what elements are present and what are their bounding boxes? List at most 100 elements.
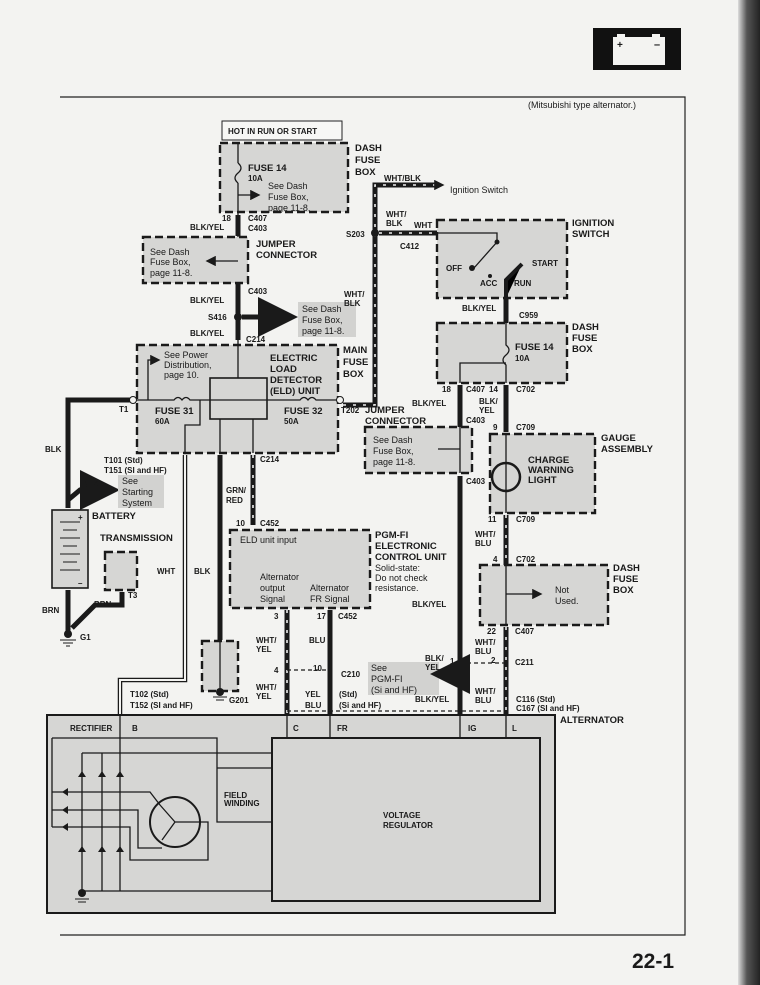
wire-label: BLK/YEL bbox=[190, 223, 224, 232]
battery: +– bbox=[51, 509, 89, 589]
diagram-label: page 11-8. bbox=[150, 268, 192, 278]
diagram-label: VOLTAGE bbox=[383, 811, 421, 820]
diagram-label: GRN/ bbox=[226, 486, 247, 495]
diagram-label: 17 bbox=[317, 612, 326, 621]
starting-system-ref bbox=[118, 475, 164, 508]
diagram-label: WHT/ bbox=[386, 210, 407, 219]
dash-fuse-box-top: DASH FUSE BOX FUSE 14 10A See Dash Fuse … bbox=[218, 141, 382, 214]
wire-label: BLK/YEL bbox=[415, 695, 449, 704]
connector-c407: C407 bbox=[515, 627, 535, 636]
wire-label: BLK/YEL bbox=[462, 304, 496, 313]
page-number: 22-1 bbox=[632, 950, 674, 973]
svg-text:–: – bbox=[78, 579, 83, 588]
connector-c407: C407 bbox=[466, 385, 486, 394]
wire-label: WHT/BLK bbox=[384, 174, 421, 183]
diagram-label: page 11-8. bbox=[268, 203, 310, 213]
diagram-label: FUSE bbox=[613, 574, 638, 585]
diagram-label: BLK/ bbox=[425, 654, 444, 663]
diagram-label: See bbox=[371, 663, 387, 673]
diagram-label: page 10. bbox=[164, 370, 199, 380]
ground-g201-icon bbox=[213, 688, 227, 701]
diagram-label: 18 bbox=[442, 385, 451, 394]
battery-label: BATTERY bbox=[92, 511, 136, 522]
diagram-frame bbox=[60, 96, 686, 936]
pin-18: 18 bbox=[222, 214, 231, 223]
diagram-label: Used. bbox=[555, 596, 579, 606]
connector-c167: C167 (SI and HF) bbox=[516, 704, 580, 713]
diagram-label: WHT/ bbox=[344, 290, 365, 299]
wire-label: WHT bbox=[157, 567, 175, 576]
diagram-label: (Std) bbox=[339, 690, 358, 699]
diagram-label: BLK bbox=[344, 299, 361, 308]
diagram-label: YEL bbox=[305, 690, 321, 699]
connector-c407: C407 bbox=[248, 214, 268, 223]
diagram-label: PGM-FI bbox=[375, 530, 408, 541]
diagram-label: BLU bbox=[475, 647, 492, 656]
alternator-label: ALTERNATOR bbox=[560, 715, 624, 726]
connector-c403: C403 bbox=[248, 224, 268, 233]
terminal-t3: T3 bbox=[128, 591, 138, 600]
connector-c210: C210 bbox=[341, 670, 361, 679]
splice-s416: S416 bbox=[208, 313, 227, 322]
diagram-label: Distribution, bbox=[164, 360, 212, 370]
diagram-label: 10A bbox=[248, 174, 263, 183]
diagram-label: RUN bbox=[514, 279, 532, 288]
diagram-label: ACC bbox=[480, 279, 498, 288]
diagram-label: See Dash bbox=[302, 304, 342, 314]
diagram-label: 1 bbox=[450, 657, 455, 666]
diagram-label: FUSE bbox=[343, 357, 368, 368]
diagram-label: START bbox=[532, 259, 558, 268]
diagram-label: WHT/ bbox=[256, 636, 277, 645]
wire-label: BLK/YEL bbox=[190, 296, 224, 305]
terminal-t152: T152 (SI and HF) bbox=[130, 701, 193, 710]
diagram-label: BLU bbox=[475, 539, 492, 548]
diagram-label: BLK bbox=[386, 219, 403, 228]
svg-text:+: + bbox=[617, 40, 623, 51]
diagram-label: Alternator bbox=[310, 583, 349, 593]
diagram-label: 10 bbox=[236, 519, 245, 528]
wire-label: BLK bbox=[45, 445, 62, 454]
diagram-label: JUMPER bbox=[256, 239, 296, 250]
diagram-label: output bbox=[260, 583, 286, 593]
diagram-label: YEL bbox=[256, 692, 272, 701]
connector-c403: C403 bbox=[248, 287, 268, 296]
diagram-label: OFF bbox=[446, 264, 462, 273]
diagram-label: BOX bbox=[572, 344, 593, 355]
diagram-label: 60A bbox=[155, 417, 170, 426]
ground-g201: G201 bbox=[229, 696, 249, 705]
diagram-label: DASH bbox=[572, 322, 599, 333]
diagram-label: FIELD bbox=[224, 791, 247, 800]
diagram-label: CONNECTOR bbox=[256, 250, 317, 261]
diagram-label: Starting bbox=[122, 487, 153, 497]
diagram-label: LIGHT bbox=[528, 475, 557, 486]
diagram-label: RED bbox=[226, 496, 243, 505]
connector-c452: C452 bbox=[338, 612, 358, 621]
diagram-label: WINDING bbox=[224, 799, 260, 808]
diagram-label: IG bbox=[468, 724, 476, 733]
diagram-label: BLU bbox=[475, 696, 492, 705]
diagram-label: Not bbox=[555, 585, 570, 595]
ground-g1: G1 bbox=[80, 633, 91, 642]
hot-in-run-box bbox=[221, 120, 343, 141]
diagram-label: WHT/ bbox=[475, 530, 496, 539]
diagram-label: 2 bbox=[491, 656, 496, 665]
diagram-label: See Dash bbox=[268, 181, 308, 191]
diagram-label: 3 bbox=[274, 612, 279, 621]
diagram-label: FR Signal bbox=[310, 594, 350, 604]
wire-blk-battery bbox=[65, 397, 130, 508]
terminal-t102: T102 (Std) bbox=[130, 690, 169, 699]
gauge-assembly: CHARGE WARNING LIGHT GAUGE ASSEMBLY bbox=[488, 432, 654, 515]
wire-label: BRN bbox=[42, 606, 60, 615]
connector-c702: C702 bbox=[516, 555, 536, 564]
diagram-label: FUSE bbox=[355, 155, 380, 166]
diagram-label: 22 bbox=[487, 627, 496, 636]
connector-c403: C403 bbox=[466, 477, 486, 486]
diagram-label: FUSE 32 bbox=[284, 406, 323, 417]
jumper-connector-left: See Dash Fuse Box, page 11-8. JUMPER CON… bbox=[141, 235, 317, 285]
diagram-label: Fuse Box, bbox=[268, 192, 309, 202]
diagram-label: SWITCH bbox=[572, 229, 610, 240]
diagram-label: FUSE 31 bbox=[155, 406, 194, 417]
diagram-label: Fuse Box, bbox=[302, 315, 343, 325]
diagram-label: 11 bbox=[488, 515, 497, 524]
diagram-label: resistance. bbox=[375, 583, 419, 593]
